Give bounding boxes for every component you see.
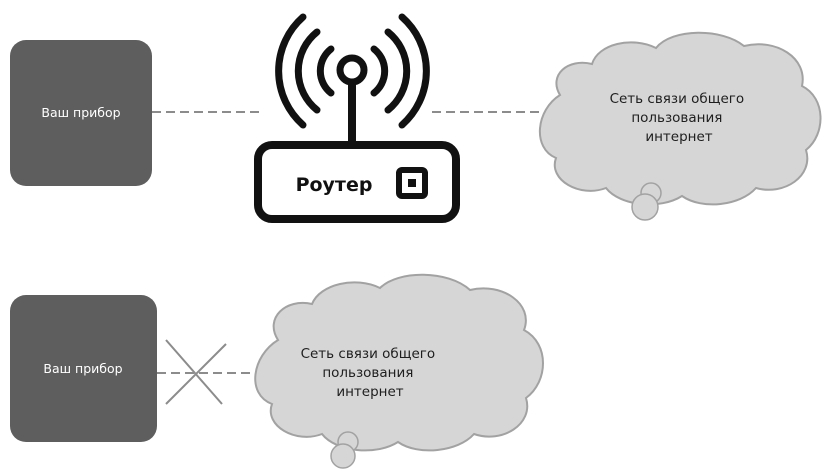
network-cloud: Сеть связи общего пользования интернет <box>539 31 822 221</box>
device-box: Ваш прибор <box>10 40 152 186</box>
network-label-line-2: пользования <box>631 110 722 126</box>
top-scenario: Ваш прибор Роутер <box>10 13 822 223</box>
svg-text:Сеть связи общего поль: Сеть связи общего пользования интернет <box>301 346 440 400</box>
device-label: Ваш прибор <box>43 361 122 376</box>
network-label-line-3: интернет <box>336 384 403 400</box>
bottom-scenario: Ваш прибор Сеть связи общего пользования… <box>10 273 544 469</box>
svg-text:Сеть связи общего поль: Сеть связи общего пользования интернет <box>610 91 749 145</box>
device-box: Ваш прибор <box>10 295 157 442</box>
router-label: Роутер <box>296 174 373 196</box>
router-indicator-icon <box>396 167 428 199</box>
device-label: Ваш прибор <box>41 105 120 120</box>
wifi-waves-icon <box>275 13 430 129</box>
network-label-line-3: интернет <box>645 129 712 145</box>
network-label-line-1: Сеть связи общего <box>610 91 745 107</box>
network-label-line-1: Сеть связи общего <box>301 346 436 362</box>
router-icon: Роутер <box>254 13 460 223</box>
network-cloud: Сеть связи общего пользования интернет <box>254 273 544 469</box>
network-label-line-2: пользования <box>322 365 413 381</box>
blocked-cross-icon <box>165 339 227 405</box>
